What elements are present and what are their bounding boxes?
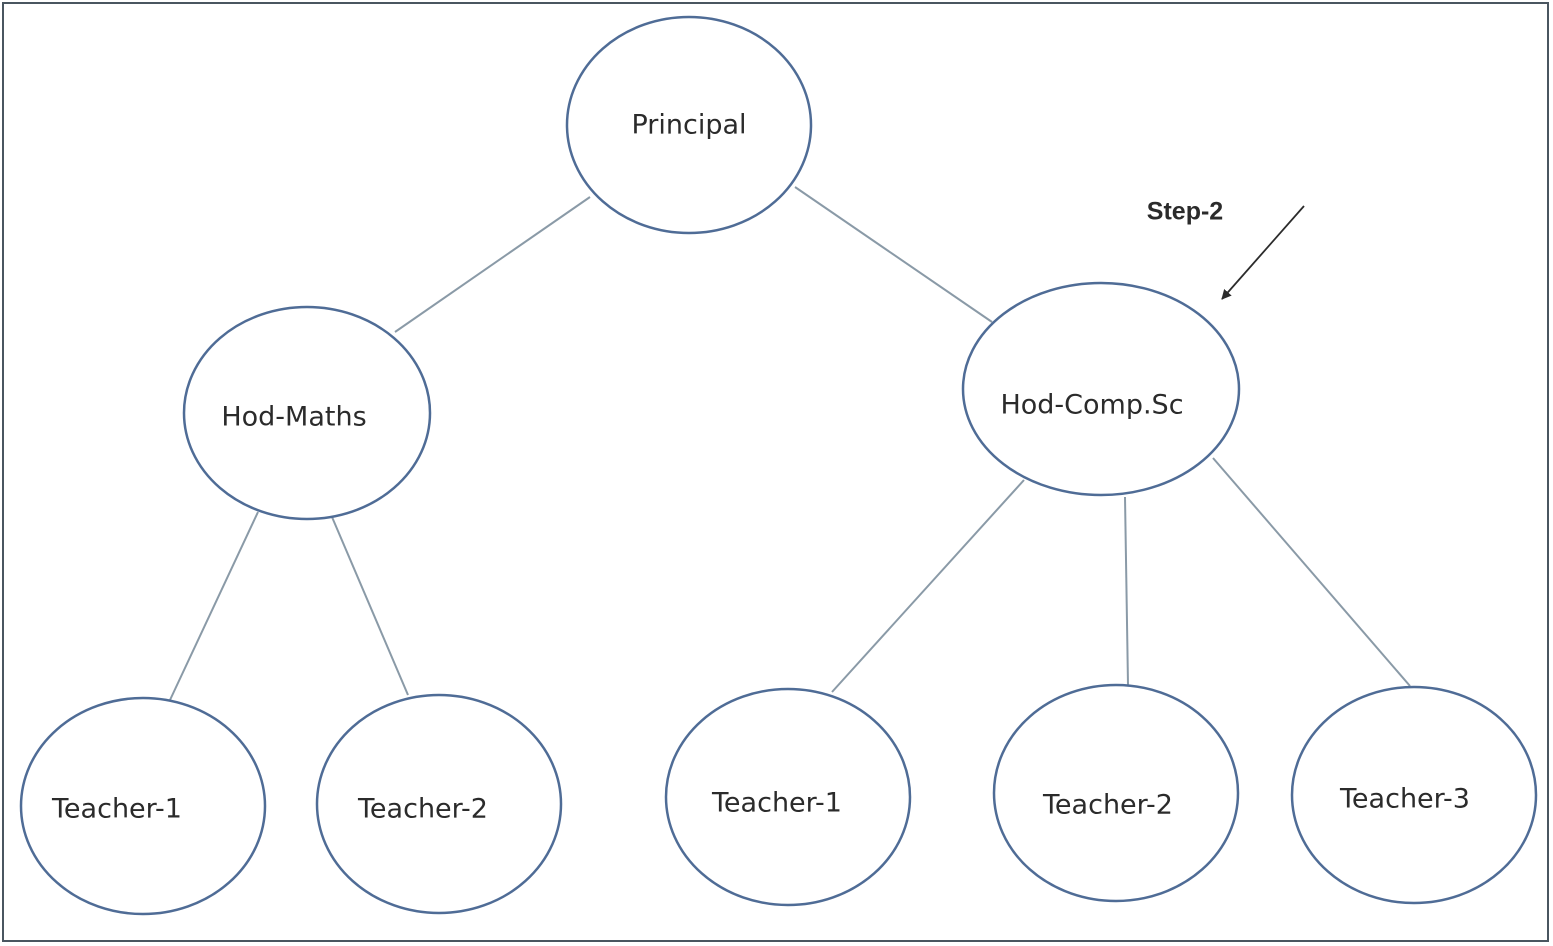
edge-hod-maths-teacher-1 bbox=[169, 511, 259, 701]
node-principal: Principal bbox=[565, 15, 813, 235]
node-compsc-teacher-2-label: Teacher-2 bbox=[1042, 790, 1173, 821]
node-hod-compsc-label: Hod-Comp.Sc bbox=[1000, 390, 1183, 421]
node-maths-teacher-1-label: Teacher-1 bbox=[51, 794, 182, 825]
node-hod-maths-label: Hod-Maths bbox=[221, 402, 366, 433]
step-annotation-label: Step-2 bbox=[1147, 198, 1223, 226]
edge-principal-hod-compsc bbox=[794, 186, 993, 323]
step-arrow-icon bbox=[1221, 205, 1305, 300]
node-principal-label: Principal bbox=[631, 110, 746, 141]
node-maths-teacher-1: Teacher-1 bbox=[19, 696, 267, 916]
node-maths-teacher-2: Teacher-2 bbox=[315, 693, 563, 915]
edge-hod-maths-teacher-2 bbox=[331, 516, 409, 696]
edge-hod-compsc-teacher-1 bbox=[831, 479, 1025, 693]
node-compsc-teacher-3: Teacher-3 bbox=[1290, 685, 1538, 905]
edge-hod-compsc-teacher-3 bbox=[1212, 457, 1411, 687]
node-compsc-teacher-1: Teacher-1 bbox=[664, 687, 912, 907]
node-maths-teacher-2-label: Teacher-2 bbox=[357, 794, 488, 825]
edge-principal-hod-maths bbox=[394, 196, 591, 333]
node-hod-compsc: Hod-Comp.Sc bbox=[961, 281, 1241, 497]
edge-hod-compsc-teacher-2 bbox=[1124, 496, 1129, 686]
node-hod-maths: Hod-Maths bbox=[182, 305, 432, 521]
node-compsc-teacher-3-label: Teacher-3 bbox=[1339, 784, 1470, 815]
node-compsc-teacher-1-label: Teacher-1 bbox=[711, 788, 842, 819]
node-compsc-teacher-2: Teacher-2 bbox=[992, 683, 1240, 903]
